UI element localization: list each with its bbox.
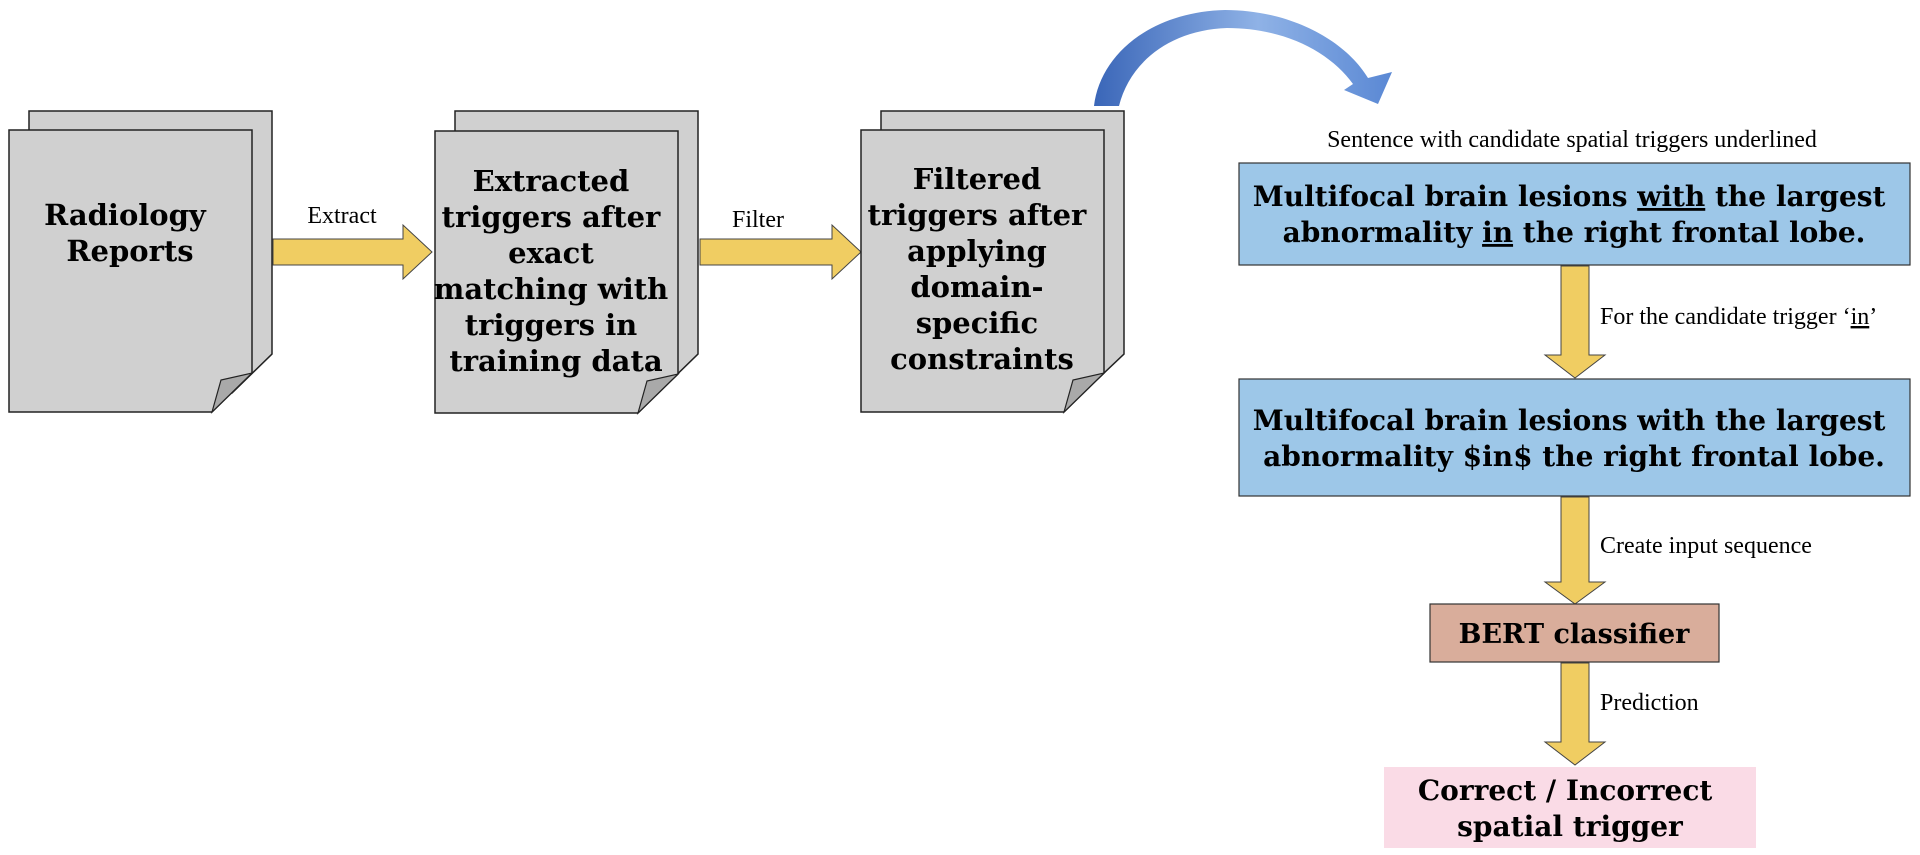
prediction-arrow: Prediction <box>1543 662 1699 766</box>
candidate-label-word: in <box>1851 304 1870 330</box>
down-arrow-icon <box>1543 265 1607 379</box>
output-text: Correct / Incorrect spatial trigger <box>1418 774 1722 843</box>
document-line: matching with <box>434 272 669 306</box>
output-box-background <box>1384 767 1756 848</box>
filter-arrow: Filter <box>699 207 862 281</box>
marked-box-background <box>1238 378 1911 497</box>
marked-line-2: abnormality $in$ the right frontal lobe. <box>1263 440 1885 473</box>
filter-label: Filter <box>732 207 784 233</box>
document-line: triggers after <box>442 200 662 234</box>
marked-sentence-text: Multifocal brain lesions with the larges… <box>1253 404 1895 473</box>
bert-label: BERT classifier <box>1459 619 1691 650</box>
output-line-2: spatial trigger <box>1457 810 1684 843</box>
document-radiology-reports: Radiology Reports <box>8 110 273 414</box>
candidate-label-suffix: ’ <box>1869 304 1877 330</box>
document-line: training data <box>449 344 663 378</box>
right-arrow-icon <box>699 223 862 281</box>
sentence-text-segment: abnormality <box>1283 216 1483 249</box>
document-line: domain- <box>910 270 1043 304</box>
document-extracted-triggers: Extracted triggers after exact matching … <box>434 110 699 415</box>
document-line: triggers in <box>465 308 638 342</box>
down-arrow-icon <box>1543 496 1607 605</box>
sentence-text: Multifocal brain lesions with the larges… <box>1253 180 1895 249</box>
sentence-text-segment: Multifocal brain lesions <box>1253 180 1637 213</box>
document-title: Extracted triggers after exact matching … <box>434 164 679 378</box>
sentence-text-segment: the right frontal lobe. <box>1513 216 1865 249</box>
document-line: constraints <box>890 342 1074 376</box>
right-arrow-icon <box>272 223 433 281</box>
underlined-trigger-with: with <box>1636 180 1705 213</box>
sentence-box-background <box>1238 162 1911 266</box>
curved-arrow-icon <box>1094 10 1392 106</box>
document-line: triggers after <box>868 198 1088 232</box>
candidate-label-prefix: For the candidate trigger ‘ <box>1600 304 1851 330</box>
output-box: Correct / Incorrect spatial trigger <box>1384 767 1756 848</box>
prediction-label: Prediction <box>1600 690 1699 716</box>
document-title: Radiology Reports <box>44 198 216 268</box>
output-line-1: Correct / Incorrect <box>1418 774 1713 807</box>
document-filtered-triggers: Filtered triggers after applying domain-… <box>860 110 1125 414</box>
document-line: applying <box>907 234 1047 268</box>
document-line: Radiology <box>44 198 207 232</box>
folded-corner-icon <box>636 372 680 415</box>
document-line: Extracted <box>473 164 630 198</box>
bert-box-background <box>1429 603 1720 663</box>
document-front-page <box>8 129 253 413</box>
folded-corner-icon <box>1062 371 1106 414</box>
marked-sentence-box: Multifocal brain lesions with the larges… <box>1238 378 1911 497</box>
curved-arrow <box>1094 10 1392 106</box>
document-line: exact <box>508 236 594 270</box>
create-sequence-label: Create input sequence <box>1600 533 1812 559</box>
candidate-arrow: For the candidate trigger ‘in’ <box>1543 265 1877 379</box>
extract-arrow: Extract <box>272 203 433 281</box>
document-line: specific <box>916 306 1038 340</box>
sentence-box: Multifocal brain lesions with the larges… <box>1238 162 1911 266</box>
extract-label: Extract <box>307 203 377 229</box>
create-sequence-arrow: Create input sequence <box>1543 496 1812 605</box>
document-title: Filtered triggers after applying domain-… <box>868 162 1097 376</box>
sentence-line-1: Multifocal brain lesions with the larges… <box>1253 180 1886 213</box>
marked-line-1: Multifocal brain lesions with the larges… <box>1253 404 1886 437</box>
document-line: Reports <box>66 234 193 268</box>
sentence-line-2: abnormality in the right frontal lobe. <box>1283 216 1866 249</box>
underlined-trigger-in: in <box>1482 216 1513 249</box>
document-line: Filtered <box>913 162 1041 196</box>
down-arrow-icon <box>1543 662 1607 766</box>
bert-classifier-box: BERT classifier <box>1429 603 1720 663</box>
sentence-text-segment: the largest <box>1705 180 1885 213</box>
candidate-trigger-label: For the candidate trigger ‘in’ <box>1600 304 1877 330</box>
sentence-caption: Sentence with candidate spatial triggers… <box>1327 127 1817 153</box>
folded-corner-icon <box>210 371 254 414</box>
